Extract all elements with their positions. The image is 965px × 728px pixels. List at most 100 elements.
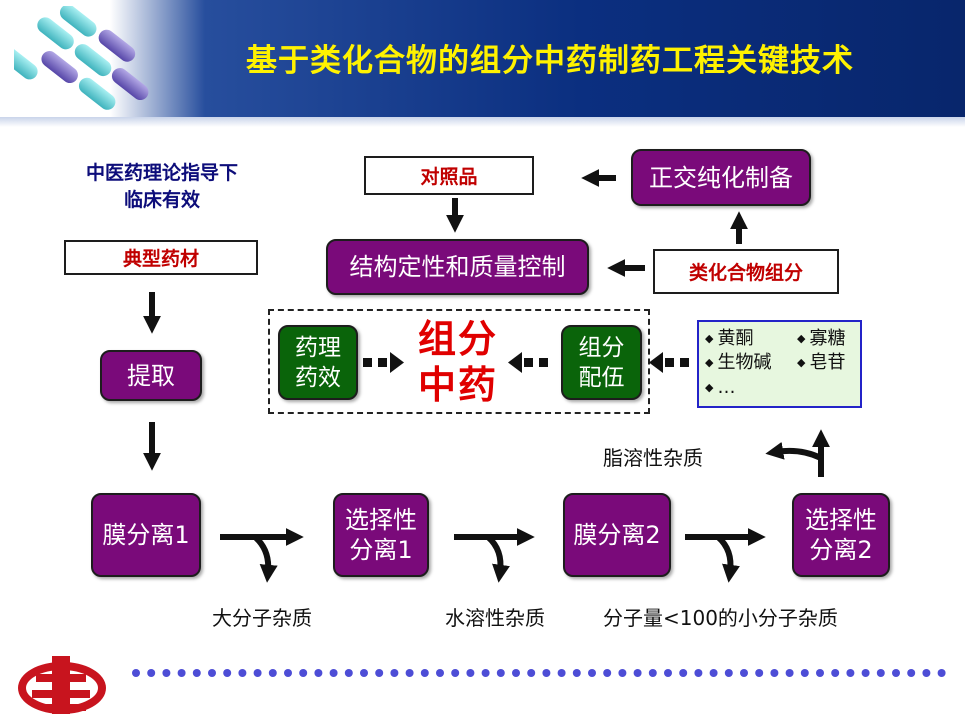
- extraction-box: 提取: [100, 350, 202, 401]
- compound-item: ◆寡糖: [797, 328, 846, 349]
- footer-dot: [679, 669, 688, 677]
- footer-dot: [284, 669, 292, 677]
- capsule-decoration-icon: [14, 6, 149, 110]
- footer-dot: [451, 669, 460, 677]
- compatibility-box: 组分 配伍: [561, 325, 642, 400]
- footer-dot: [420, 669, 429, 677]
- slide-title: 基于类化合物的组分中药制药工程关键技术: [246, 43, 854, 79]
- structure-quality-box: 结构定性和质量控制: [326, 239, 589, 295]
- footer-dot: [527, 669, 536, 677]
- footer-dot: [375, 669, 384, 677]
- impurity-water-soluble: 水溶性杂质: [445, 606, 545, 630]
- footer-dot: [846, 669, 855, 677]
- footer-dot: [724, 669, 733, 677]
- footer-dot: [785, 669, 794, 677]
- footer-dot: [238, 669, 247, 677]
- footer-dot: [800, 669, 809, 677]
- footer-dot: [208, 669, 216, 677]
- footer-dot: [876, 669, 885, 677]
- footer-dot: [314, 669, 323, 677]
- footer-dot: [405, 669, 414, 677]
- theory-guidance-text: 中医药理论指导下 临床有效: [85, 162, 238, 211]
- footer-dot: [192, 669, 201, 677]
- structure-quality-label: 结构定性和质量控制: [349, 253, 566, 281]
- compound-item: ◆黄酮: [705, 328, 754, 349]
- footer-dot: [162, 669, 171, 677]
- membrane-separation-2-label: 膜分离2: [573, 521, 661, 549]
- footer-dot: [740, 669, 748, 677]
- footer-dot: [618, 669, 627, 677]
- footer-dot: [360, 669, 368, 677]
- arrow-branch-fat-soluble: [765, 441, 823, 461]
- orthogonal-purification-box: 正交纯化制备: [631, 149, 811, 206]
- impurity-fat-soluble: 脂溶性杂质: [603, 446, 703, 470]
- reference-standard-box: 对照品: [364, 156, 534, 195]
- footer-dot: [542, 669, 551, 677]
- footer-dot: [572, 669, 581, 677]
- footer-dot: [512, 669, 520, 677]
- footer-dotted-line: [132, 669, 946, 677]
- selective-separation-2-label: 选择性 分离2: [805, 506, 877, 564]
- reference-standard-label: 对照品: [420, 166, 478, 188]
- logo-icon: [18, 656, 106, 714]
- extraction-label: 提取: [127, 361, 175, 390]
- footer-dot: [603, 669, 612, 677]
- impurity-small-molecule: 分子量<100的小分子杂质: [603, 606, 838, 630]
- footer-dot: [664, 669, 672, 677]
- footer-dot: [344, 669, 353, 677]
- footer-dot: [633, 669, 642, 677]
- orthogonal-purification-label: 正交纯化制备: [649, 163, 793, 192]
- footer-dot: [436, 669, 444, 677]
- footer-dot: [770, 669, 779, 677]
- footer-dot: [132, 669, 140, 677]
- arrow-branch-large-molecule: [252, 534, 278, 583]
- footer-dot: [329, 669, 338, 677]
- footer-dot: [299, 669, 308, 677]
- footer-dot: [892, 669, 900, 677]
- footer-dot: [223, 669, 232, 677]
- membrane-separation-1-box: 膜分离1: [91, 493, 201, 577]
- footer-dot: [481, 669, 490, 677]
- footer-dot: [177, 669, 186, 677]
- footer-dot: [466, 669, 475, 677]
- impurity-large-molecule: 大分子杂质: [212, 606, 312, 630]
- footer-dot: [816, 669, 824, 677]
- footer-dot: [648, 669, 657, 677]
- footer-dot: [861, 669, 870, 677]
- footer-dot: [253, 669, 262, 677]
- dotted-arrows: [363, 352, 689, 373]
- footer-dot: [268, 669, 277, 677]
- selective-separation-1-label: 选择性 分离1: [345, 506, 417, 564]
- compatibility-label: 组分 配伍: [578, 334, 625, 391]
- membrane-separation-1-label: 膜分离1: [102, 521, 190, 549]
- footer-dot: [907, 669, 916, 677]
- selective-separation-2-box: 选择性 分离2: [792, 493, 890, 577]
- arrow-branch-water-soluble: [485, 534, 510, 583]
- pharmacology-box: 药理 药效: [278, 325, 358, 400]
- class-components-box: 类化合物组分: [653, 249, 839, 294]
- footer-dot: [588, 669, 596, 677]
- compound-item: ◆生物碱: [705, 352, 772, 373]
- typical-herb-label: 典型药材: [122, 248, 199, 270]
- footer-dot: [496, 669, 505, 677]
- footer-dot: [937, 669, 946, 677]
- footer-dot: [755, 669, 764, 677]
- typical-herb-box: 典型药材: [64, 240, 258, 275]
- header-shadow-band: [0, 117, 965, 127]
- footer-dot: [694, 669, 703, 677]
- arrow-branch-small-molecule: [715, 534, 740, 583]
- compound-item: ◆…: [705, 377, 736, 398]
- footer-dot: [147, 669, 156, 677]
- class-components-label: 类化合物组分: [688, 262, 803, 284]
- footer-dot: [709, 669, 718, 677]
- component-medicine-frame: [268, 309, 650, 414]
- footer-dot: [831, 669, 840, 677]
- footer-dot: [922, 669, 931, 677]
- compound-classes-box: ◆黄酮 ◆生物碱 ◆… ◆寡糖 ◆皂苷: [697, 320, 862, 408]
- pharmacology-label: 药理 药效: [295, 334, 341, 391]
- footer-dot: [557, 669, 566, 677]
- membrane-separation-2-box: 膜分离2: [563, 493, 671, 577]
- footer-dot: [390, 669, 399, 677]
- component-medicine-title: 组分 中药: [417, 317, 498, 407]
